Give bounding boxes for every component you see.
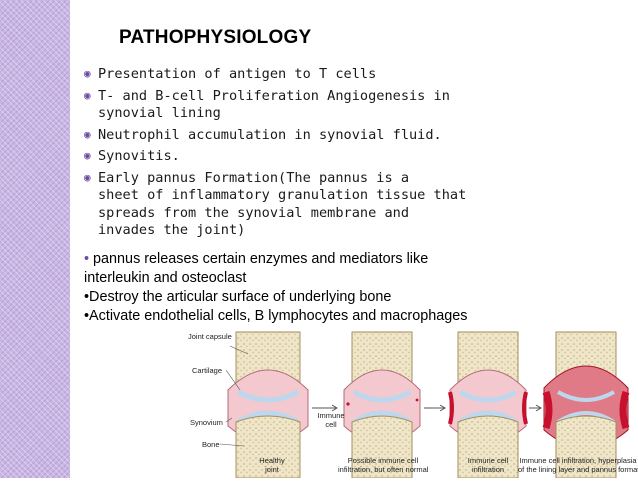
bullet-text: invades the joint) [98, 222, 246, 238]
extra-notes: • pannus releases certain enzymes and me… [84, 250, 484, 326]
circled-dot-icon: ◉ [84, 170, 91, 184]
note-text: Destroy the articular surface of underly… [89, 289, 392, 305]
note-text: pannus releases certain enzymes and medi… [84, 251, 429, 286]
joint-stage-4 [542, 331, 630, 479]
label-immune-cell: Immune cell [317, 411, 345, 429]
bullet-list: ◉ Presentation of antigen to T cells ◉ T… [84, 66, 504, 244]
bullet-text: T- and B-cell Proliferation Angiogenesis… [98, 87, 450, 104]
caption-line: infiltration [471, 465, 505, 474]
joint-stage-2 [343, 331, 421, 479]
bullet-item: ◉ Presentation of antigen to T cells [84, 66, 504, 84]
note-line: •Destroy the articular surface of underl… [84, 288, 484, 307]
caption-stage-2: Possible immune cell infiltration, but o… [338, 456, 428, 474]
bullet-text: Early pannus Formation(The pannus is a [98, 169, 409, 186]
caption-line: of the lining layer and pannus formation [518, 465, 638, 474]
circled-dot-icon: ◉ [84, 88, 91, 102]
bullet-item: ◉ Neutrophil accumulation in synovial fl… [84, 127, 504, 145]
caption-line: joint [265, 465, 279, 474]
joint-illustration [219, 331, 630, 479]
caption-healthy: Healthy joint [252, 456, 292, 474]
bullet-text: sheet of inflammatory granulation tissue… [98, 187, 467, 203]
bullet-text: spreads from the synovial membrane and [98, 204, 409, 221]
bullet-text: Presentation of antigen to T cells [98, 66, 377, 82]
label-bone: Bone [202, 440, 220, 449]
caption-line: Healthy [259, 456, 285, 465]
circled-dot-icon: ◉ [84, 149, 91, 162]
caption-line: Possible immune cell [347, 456, 419, 465]
circled-dot-icon: ◉ [84, 67, 91, 80]
slide-title: PATHOPHYSIOLOGY [119, 27, 312, 48]
bullet-item: ◉ Synovitis. [84, 148, 504, 166]
decorative-side-band [0, 0, 70, 478]
note-text: Activate endothelial cells, B lymphocyte… [89, 308, 468, 324]
bullet-dot: • [84, 251, 94, 267]
joint-progression-figure: Joint capsule Cartilage Synovium Bone Im… [188, 330, 638, 479]
bullet-text: Neutrophil accumulation in synovial flui… [98, 126, 442, 143]
note-line: • pannus releases certain enzymes and me… [84, 250, 484, 288]
bullet-dot: • [84, 289, 90, 305]
side-divider [70, 0, 73, 478]
caption-line: infiltration, but often normal [338, 465, 429, 474]
note-line: •Activate endothelial cells, B lymphocyt… [84, 307, 484, 326]
label-joint-capsule: Joint capsule [188, 332, 232, 341]
bullet-text: Synovitis. [98, 148, 180, 164]
bullet-item: ◉ Early pannus Formation(The pannus is a… [84, 170, 504, 240]
caption-stage-4: Immune cell infiltration, hyperplasia of… [518, 456, 638, 474]
label-synovium: Synovium [190, 418, 223, 427]
caption-line: Immune cell infiltration, hyperplasia [519, 456, 637, 465]
bullet-item: ◉ T- and B-cell Proliferation Angiogenes… [84, 88, 504, 123]
caption-stage-3: Immune cell infiltration [458, 456, 518, 474]
label-cartilage: Cartilage [192, 366, 223, 375]
bullet-text: synovial lining [98, 105, 221, 121]
healthy-joint [227, 331, 309, 479]
caption-line: Immune cell [467, 456, 509, 465]
bullet-dot: • [84, 308, 90, 324]
joint-stage-3 [448, 331, 528, 479]
circled-dot-icon: ◉ [84, 127, 91, 141]
